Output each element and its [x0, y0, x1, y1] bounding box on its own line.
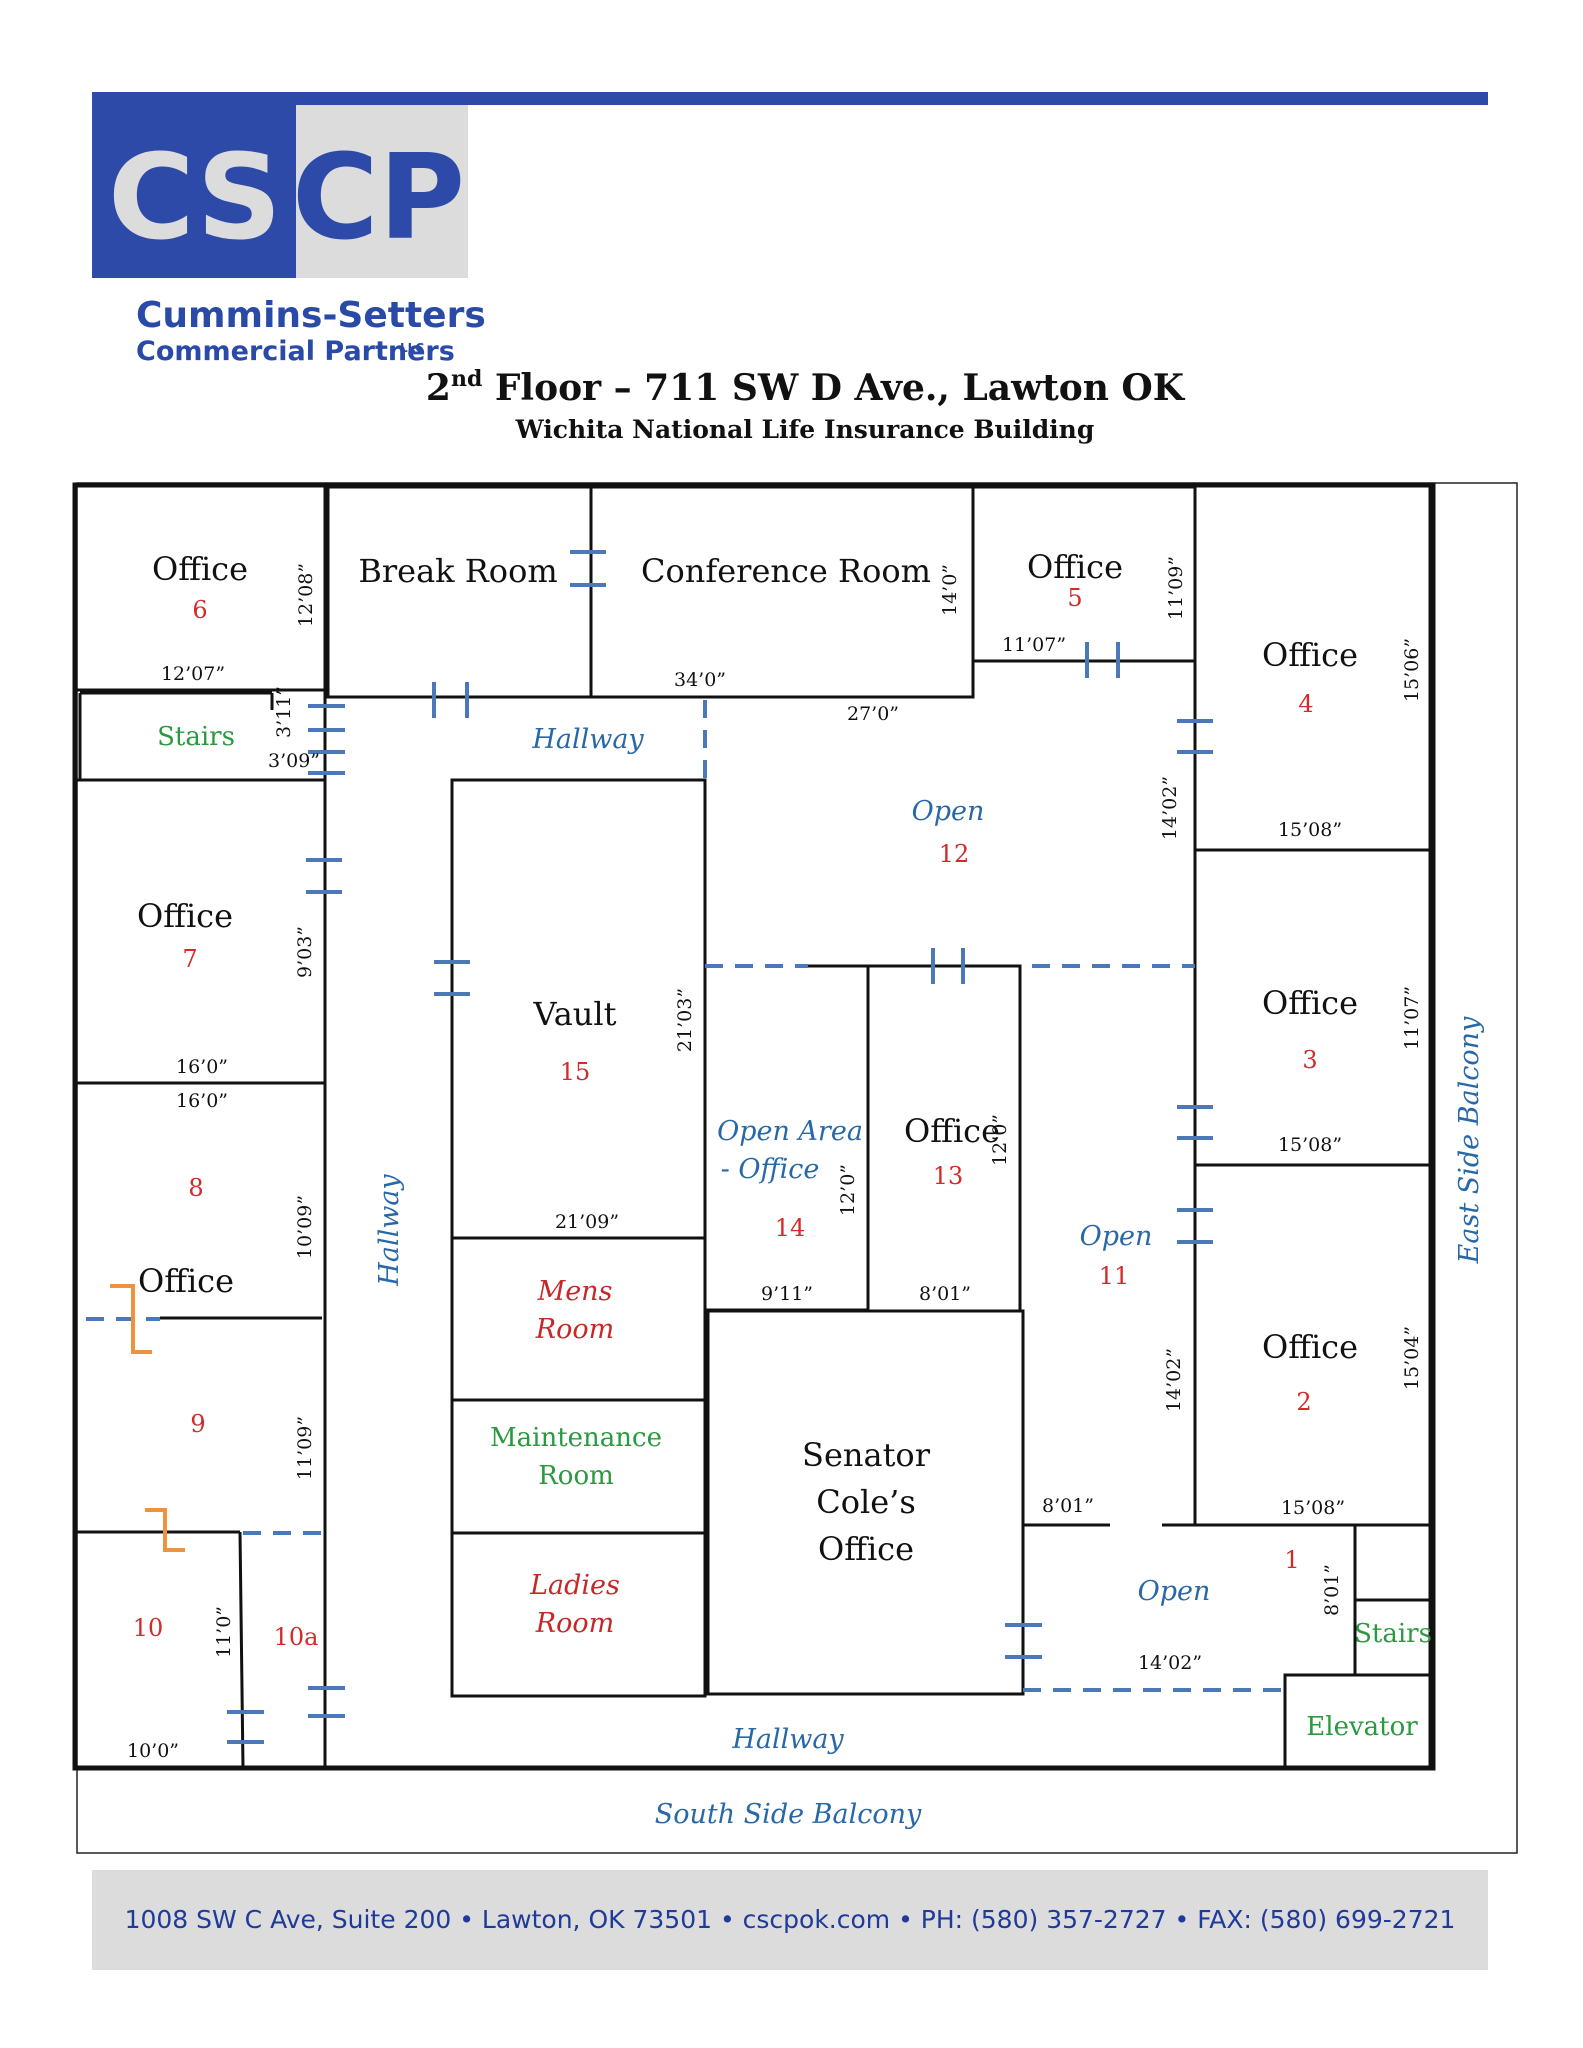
office-13-label: Office — [904, 1112, 1000, 1150]
open-11-label: Open — [1080, 1221, 1153, 1252]
logo-cp: CP — [292, 128, 465, 266]
dim-office4-width: 15’08” — [1278, 819, 1342, 841]
dim-stairs-width: 3’09” — [268, 750, 320, 772]
footer-bar — [92, 1870, 1488, 1970]
page-subtitle: Wichita National Life Insurance Building — [515, 415, 1095, 444]
open-1-number: 1 — [1284, 1546, 1299, 1574]
maintenance-room-line1: Maintenance — [490, 1423, 662, 1453]
office-2-number: 2 — [1296, 1388, 1311, 1416]
dim-open1-bottom-width: 14’02” — [1138, 1652, 1202, 1674]
office-7-number: 7 — [182, 945, 197, 973]
office-5-number: 5 — [1067, 584, 1082, 612]
room-10a-number: 10a — [274, 1623, 319, 1651]
open-area-office-number: 14 — [775, 1214, 806, 1242]
dim-conference-height: 14’0” — [939, 564, 961, 616]
dim-office5-width: 11’07” — [1002, 634, 1066, 656]
office-8-label: Office — [138, 1262, 234, 1300]
walls — [72, 482, 1436, 1771]
orange-markers — [110, 1284, 185, 1552]
dim-room10-height: 11’0” — [213, 1606, 235, 1658]
dim-break-room-width: 34’0” — [674, 669, 726, 691]
dim-open12-height: 14’02” — [1159, 776, 1181, 840]
office-2-label: Office — [1262, 1328, 1358, 1366]
office-13-number: 13 — [933, 1162, 964, 1190]
dim-vault-height: 21’03” — [674, 988, 696, 1052]
office-6-number: 6 — [192, 596, 207, 624]
hallway-left-label: Hallway — [374, 1174, 405, 1287]
open-12-label: Open — [912, 796, 985, 827]
dim-office4-height: 15’06” — [1401, 638, 1423, 702]
page-title: 2nd Floor – 711 SW D Ave., Lawton OK — [426, 366, 1186, 409]
dim-office6-width: 12’07” — [161, 663, 225, 685]
office-4-label: Office — [1262, 636, 1358, 674]
dim-room10-width: 10’0” — [127, 1740, 179, 1762]
mens-room-line2: Room — [535, 1314, 614, 1345]
dim-office8-width: 16’0” — [176, 1090, 228, 1112]
office-9-number: 9 — [190, 1410, 205, 1438]
company-suffix: LLC — [400, 341, 424, 355]
dim-office13-width: 8’01” — [919, 1283, 971, 1305]
office-5-label: Office — [1027, 548, 1123, 586]
office-7-label: Office — [137, 897, 233, 935]
door-markers — [227, 550, 1213, 1744]
east-balcony-label: East Side Balcony — [1454, 1016, 1485, 1264]
dim-open11-height: 14’02” — [1163, 1348, 1185, 1412]
dim-conference-width: 27’0” — [847, 703, 899, 725]
mens-room-line1: Mens — [537, 1276, 613, 1307]
dim-office9-height: 11’09” — [294, 1416, 316, 1480]
hallway-top-label: Hallway — [531, 724, 644, 755]
dim-vault-width: 21’09” — [555, 1211, 619, 1233]
vault-label: Vault — [533, 995, 617, 1033]
senator-office-line2: Cole’s — [816, 1483, 916, 1521]
dashed-openings — [86, 700, 1282, 1692]
room-10-number: 10 — [133, 1614, 164, 1642]
elevator-label: Elevator — [1306, 1712, 1418, 1742]
dim-stairs-height: 3’11” — [273, 686, 295, 738]
stairs-se-label: Stairs — [1354, 1619, 1432, 1649]
break-room-label: Break Room — [358, 552, 557, 590]
footer-address: 1008 SW C Ave, Suite 200 • Lawton, OK 73… — [125, 1905, 1456, 1934]
dim-office3-height: 11’07” — [1401, 986, 1423, 1050]
open-area-office-line2: - Office — [721, 1154, 820, 1185]
logo-cs: CS — [108, 128, 282, 266]
dim-office7-width: 16’0” — [176, 1056, 228, 1078]
company-name-line2: Commercial Partners — [136, 336, 455, 367]
stairs-nw-label: Stairs — [157, 722, 235, 752]
conference-room-label: Conference Room — [641, 552, 931, 590]
south-balcony-label: South Side Balcony — [655, 1799, 922, 1830]
dim-office2-height: 15’04” — [1401, 1326, 1423, 1390]
office-6-label: Office — [152, 550, 248, 588]
dim-office13-height: 12’0” — [989, 1114, 1011, 1166]
senator-office-line3: Office — [818, 1530, 914, 1568]
dim-office3-width: 15’08” — [1278, 1134, 1342, 1156]
maintenance-room-line2: Room — [538, 1461, 614, 1491]
header-rule — [92, 92, 1488, 105]
open-12-number: 12 — [939, 840, 970, 868]
dim-office6-height: 12’08” — [295, 563, 317, 627]
dim-office7-height: 9’03” — [294, 926, 316, 978]
dim-office5-height: 11’09” — [1165, 556, 1187, 620]
office-4-number: 4 — [1298, 690, 1313, 718]
dim-open14-width: 9’11” — [761, 1283, 813, 1305]
open-area-office-line1: Open Area — [717, 1116, 863, 1147]
dim-office8-height: 10’09” — [294, 1195, 316, 1259]
dim-open1-width: 8’01” — [1042, 1495, 1094, 1517]
ladies-room-line1: Ladies — [529, 1570, 620, 1601]
office-8-number: 8 — [188, 1174, 203, 1202]
cscp-logo: CS CP — [92, 92, 468, 278]
office-3-number: 3 — [1302, 1046, 1317, 1074]
ladies-room-line2: Room — [535, 1608, 614, 1639]
dim-stairs-se-height: 8’01” — [1321, 1564, 1343, 1616]
vault-number: 15 — [560, 1058, 591, 1086]
dim-open14-height: 12’0” — [837, 1164, 859, 1216]
office-3-label: Office — [1262, 984, 1358, 1022]
senator-office-line1: Senator — [802, 1436, 931, 1474]
open-1-label: Open — [1138, 1576, 1211, 1607]
company-name-line1: Cummins-Setters — [136, 295, 486, 336]
hallway-bottom-label: Hallway — [731, 1724, 844, 1755]
open-11-number: 11 — [1099, 1262, 1130, 1290]
dim-office2-width: 15’08” — [1281, 1497, 1345, 1519]
